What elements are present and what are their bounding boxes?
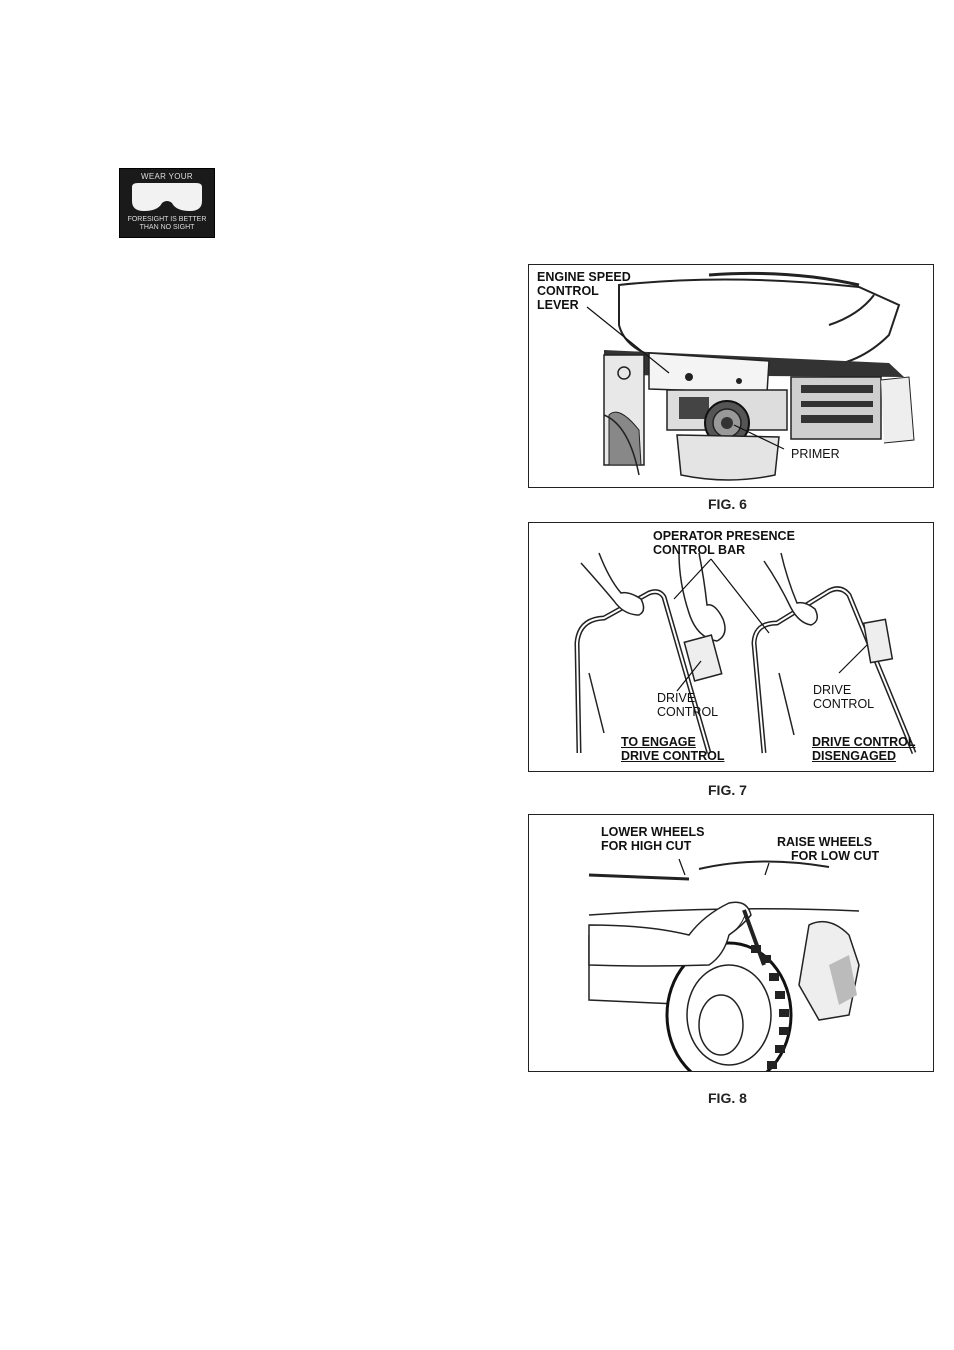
badge-title: WEAR YOUR: [120, 172, 214, 181]
badge-slogan: FORESIGHT IS BETTER THAN NO SIGHT: [120, 216, 214, 232]
engine-illustration: [529, 265, 933, 487]
figure-7-caption: FIG. 7: [708, 782, 747, 798]
raise-wheels-label-line2: FOR LOW CUT: [791, 849, 879, 863]
goggles-icon: [128, 181, 206, 215]
disengaged-label-line1: DRIVE CONTROL: [812, 735, 915, 749]
presence-bar-label-line1: OPERATOR PRESENCE: [653, 529, 795, 543]
figure-8-wheel-height: LOWER WHEELS FOR HIGH CUT RAISE WHEELS F…: [528, 814, 934, 1072]
figure-7-drive-control: OPERATOR PRESENCE CONTROL BAR DRIVE CONT…: [528, 522, 934, 772]
primer-label: PRIMER: [791, 447, 840, 461]
presence-bar-label-line2: CONTROL BAR: [653, 543, 745, 557]
drive-control-right-label-line2: CONTROL: [813, 697, 874, 711]
drive-control-left-label-line2: CONTROL: [657, 705, 718, 719]
badge-slogan-line1: FORESIGHT IS BETTER: [120, 216, 214, 224]
handle-illustration: [529, 523, 933, 771]
drive-control-left-label-line1: DRIVE: [657, 691, 695, 705]
engage-label-line1: TO ENGAGE: [621, 735, 696, 749]
disengaged-label-line2: DISENGAGED: [812, 749, 896, 763]
engine-speed-label-line3: LEVER: [537, 298, 579, 312]
lower-wheels-label-line1: LOWER WHEELS: [601, 825, 704, 839]
figure-8-caption: FIG. 8: [708, 1090, 747, 1106]
engage-label-line2: DRIVE CONTROL: [621, 749, 724, 763]
engine-speed-label-line1: ENGINE SPEED: [537, 270, 631, 284]
safety-goggles-badge: WEAR YOUR FORESIGHT IS BETTER THAN NO SI…: [119, 168, 215, 238]
engine-speed-label-line2: CONTROL: [537, 284, 599, 298]
figure-6-engine: ENGINE SPEED CONTROL LEVER PRIMER: [528, 264, 934, 488]
badge-slogan-line2: THAN NO SIGHT: [120, 224, 214, 232]
figure-6-caption: FIG. 6: [708, 496, 747, 512]
lower-wheels-label-line2: FOR HIGH CUT: [601, 839, 691, 853]
raise-wheels-label-line1: RAISE WHEELS: [777, 835, 872, 849]
drive-control-right-label-line1: DRIVE: [813, 683, 851, 697]
